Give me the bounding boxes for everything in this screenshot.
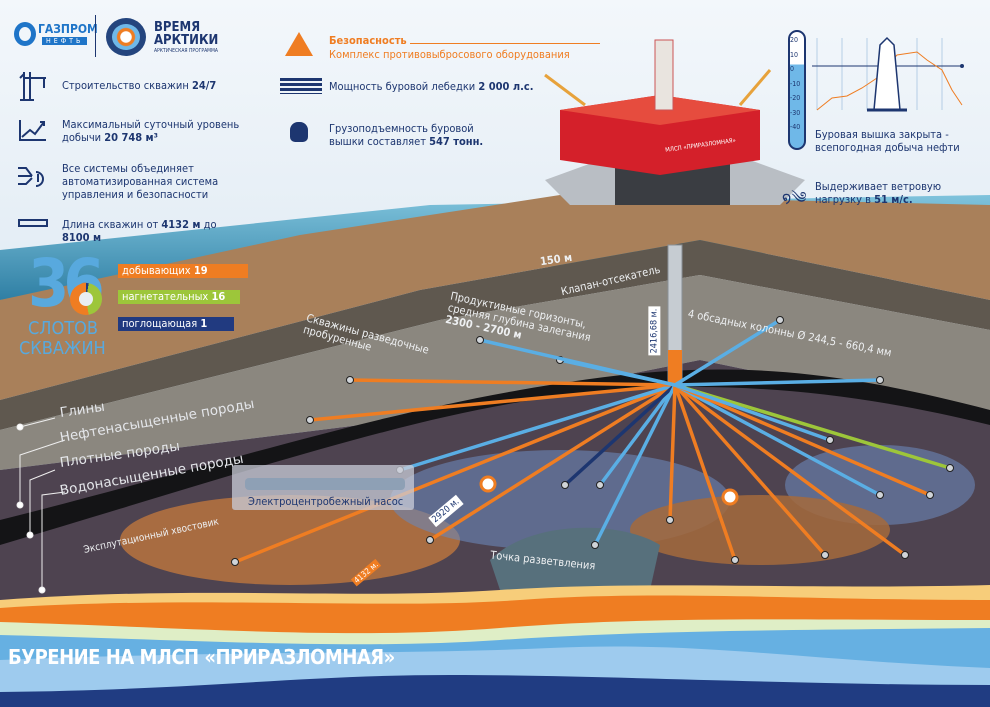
thermometer-icon (788, 30, 806, 150)
well-end (946, 464, 954, 472)
platform-illustration (544, 39, 805, 205)
well-trajectory (674, 318, 781, 387)
well-trajectory (673, 383, 827, 557)
ruler-icon (18, 219, 48, 227)
growth-chart-icon (18, 118, 48, 142)
slots-label: СЛОТОВ (28, 318, 98, 339)
thermo-tick: 20 (790, 36, 799, 44)
oil-zone-right (630, 495, 890, 565)
slots-donut (70, 283, 102, 315)
fact-production: Максимальный суточный уровень добычи 20 … (62, 118, 240, 144)
well-end (346, 376, 354, 384)
black-seam (0, 369, 990, 545)
well-end (821, 551, 829, 559)
thermo-tick: -20 (790, 94, 801, 102)
well-trajectory (673, 383, 907, 557)
crane-icon (16, 70, 48, 102)
automation-icon (16, 164, 48, 192)
well-end (926, 491, 934, 499)
well-trajectory (309, 383, 676, 422)
thermo-tick: -30 (790, 108, 801, 117)
fact-construction: Строительство скважин 24/7 (62, 79, 217, 92)
pump-label: Электроцентробежный насос (248, 495, 404, 508)
fact-winch: Мощность буровой лебедки 2 000 л.с. (329, 80, 534, 93)
well-trajectory (563, 383, 677, 487)
well-trajectory (349, 378, 676, 387)
fact-wind: Выдерживает ветровую нагрузку в 51 м/с. (815, 180, 942, 206)
seabed-sand (0, 195, 990, 400)
well-end (901, 551, 909, 559)
slot-bar-disposal: поглощающая 1 (118, 317, 234, 331)
safety-title: Безопасность (329, 34, 407, 47)
well-end (666, 516, 674, 524)
well-end (731, 556, 739, 564)
safety-text: Комплекс противовыбросового оборудования (329, 48, 570, 61)
well-trajectory (674, 383, 831, 442)
wells (231, 316, 954, 566)
well-trajectory (674, 383, 881, 497)
well-trajectory (674, 378, 881, 387)
clay-layer (0, 275, 990, 470)
wind-icon: ໑༄ (782, 188, 807, 207)
slots-label-2: СКВАЖИН (19, 338, 106, 359)
well-end (561, 481, 569, 489)
branch-point-marker (721, 488, 739, 506)
thermo-tick: 10 (790, 50, 799, 59)
thermo-tick: -10 (790, 79, 801, 88)
well-trajectory (479, 338, 676, 387)
slot-bar-producing: добывающих 19 (118, 264, 248, 278)
well-end (776, 316, 784, 324)
well-end (231, 558, 239, 566)
fact-derrick: Буровая вышка закрыта - всепогодная добы… (815, 128, 960, 154)
gravel-layer (0, 240, 990, 430)
well-trajectory (429, 383, 676, 542)
warning-icon (285, 32, 313, 56)
well-trajectory (674, 383, 951, 470)
depth-2416-label: 2416,68 м. (648, 306, 661, 356)
well-end (826, 436, 834, 444)
well-trajectory (593, 384, 677, 546)
fact-automation: Все системы объединяет автоматизированна… (62, 162, 219, 201)
thermo-tick: -40 (790, 123, 801, 131)
well-trajectory (598, 383, 677, 487)
gazprom-neft-logo: ГАЗПРОМ НЕФТЬ (14, 18, 98, 50)
page-title: БУРЕНИЕ НА МЛСП «ПРИРАЗЛОМНАЯ» (8, 645, 395, 669)
well-end (596, 481, 604, 489)
slot-bar-injection: нагнетательных 16 (118, 290, 240, 304)
well-end (306, 416, 314, 424)
well-end (876, 491, 884, 499)
branch-point-marker (479, 475, 497, 493)
well-end (876, 376, 884, 384)
fact-lift: Грузоподъемность буровой вышки составляе… (329, 122, 484, 148)
well-trajectory (674, 383, 931, 497)
well-trajectory (668, 384, 677, 521)
thermometer-ticks: 20 10 0 -10 -20 -30 -40 (790, 33, 800, 135)
well-end (476, 336, 484, 344)
kettlebell-icon (290, 122, 308, 142)
well-trajectory (234, 383, 676, 564)
well-end (426, 536, 434, 544)
fact-length: Длина скважин от 4132 м до 8100 м (62, 218, 217, 244)
temperature-chart (812, 36, 964, 112)
vremya-arktiki-logo (106, 18, 146, 56)
well-trajectory (399, 383, 676, 472)
well-trajectory (673, 384, 737, 561)
well-end (591, 541, 599, 549)
branch-zone (490, 527, 660, 590)
winch-icon (280, 78, 322, 94)
thermo-tick: 0 (790, 65, 795, 73)
